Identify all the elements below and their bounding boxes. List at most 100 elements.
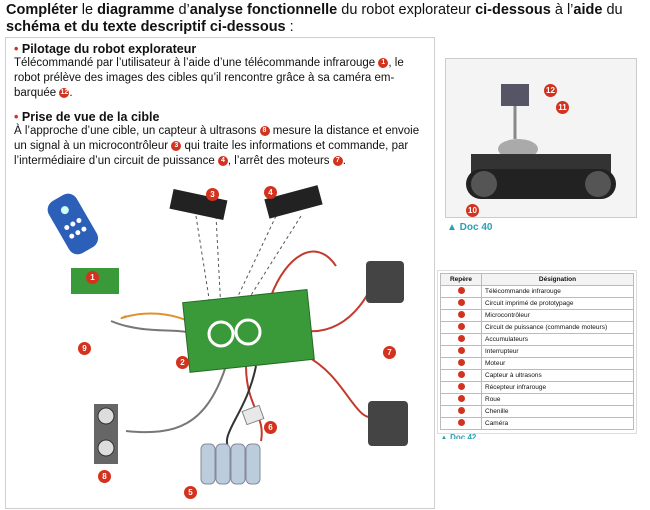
instruction-heading: Compléter le diagramme d’analyse fonctio… bbox=[6, 2, 646, 36]
switch bbox=[241, 404, 265, 426]
microcontroller-chip bbox=[169, 189, 228, 221]
legend-row: Chenille bbox=[440, 405, 634, 418]
chip-leader-lines bbox=[195, 215, 302, 312]
section1-text: Télécommandé par l’utilisateur à l’aide … bbox=[14, 57, 404, 99]
instruction-part: Compléter bbox=[6, 2, 78, 18]
photo-badge-10: 10 bbox=[466, 204, 479, 217]
legend-designation: Capteur à ultrasons bbox=[481, 369, 634, 382]
badge-8: 8 bbox=[98, 470, 111, 483]
legend-ref bbox=[440, 405, 482, 418]
badge-7: 7 bbox=[383, 346, 396, 359]
legend-ref bbox=[440, 309, 482, 322]
instruction-part: aide bbox=[573, 2, 603, 18]
legend-designation: Accumulateurs bbox=[481, 333, 634, 346]
legend-ref-dot bbox=[457, 371, 465, 378]
legend-designation: Microcontrôleur bbox=[481, 309, 634, 322]
track bbox=[466, 169, 616, 199]
instruction-part: du robot explorateur bbox=[337, 2, 476, 18]
legend-ref bbox=[440, 321, 482, 334]
badge-9: 9 bbox=[78, 342, 91, 355]
legend-row: Microcontrôleur bbox=[440, 309, 634, 322]
section2-title: • Prise de vue de la cible bbox=[14, 110, 160, 124]
robot-photo-panel: 12 11 10 bbox=[445, 58, 637, 218]
legend-row: Moteur bbox=[440, 357, 634, 370]
badge-2: 2 bbox=[176, 356, 189, 369]
legend-ref-dot bbox=[457, 347, 465, 354]
legend-row: Caméra bbox=[440, 417, 634, 430]
instruction-part: diagramme bbox=[97, 2, 175, 18]
section2-text: À l’approche d’une cible, un capteur à u… bbox=[14, 125, 420, 167]
legend-designation: Chenille bbox=[481, 405, 634, 418]
section1-title: • Pilotage du robot explorateur bbox=[14, 42, 197, 56]
legend-ref bbox=[440, 357, 482, 370]
robot-photo bbox=[446, 59, 636, 217]
badge-5: 5 bbox=[184, 486, 197, 499]
instruction-part: à l’ bbox=[550, 2, 574, 18]
text-and-schema-panel: • Pilotage du robot explorateur Télécomm… bbox=[5, 37, 435, 509]
legend-row: Télécommande infrarouge bbox=[440, 285, 634, 298]
legend-designation: Interrupteur bbox=[481, 345, 634, 358]
remote-control bbox=[47, 193, 99, 255]
section1: • Pilotage du robot explorateur Télécomm… bbox=[14, 42, 429, 101]
instruction-part: du bbox=[602, 2, 623, 18]
badge-3: 3 bbox=[206, 188, 219, 201]
legend-designation: Récepteur infrarouge bbox=[481, 381, 634, 394]
legend-designation: Circuit de puissance (commande moteurs) bbox=[481, 321, 634, 334]
legend-ref-dot bbox=[457, 395, 465, 402]
ref-number: 12 bbox=[59, 87, 70, 98]
instruction-part: le bbox=[77, 2, 98, 18]
legend-panel: Repère Désignation Télécommande infrarou… bbox=[437, 270, 637, 434]
instruction-part: : bbox=[285, 19, 294, 35]
instruction-part: schéma et du texte descriptif ci-dessous bbox=[6, 19, 286, 35]
legend-row: Interrupteur bbox=[440, 345, 634, 358]
legend-ref bbox=[440, 381, 482, 394]
camera bbox=[501, 84, 529, 106]
legend-ref bbox=[440, 393, 482, 406]
doc-caption-bottom: ▲ Doc 42 bbox=[440, 433, 477, 439]
legend-row: Circuit imprimé de prototypage bbox=[440, 297, 634, 310]
photo-badge-11: 11 bbox=[556, 101, 569, 114]
wheel bbox=[471, 171, 497, 197]
motor-bottom bbox=[368, 401, 408, 446]
legend-ref-dot bbox=[457, 299, 465, 306]
legend-ref-dot bbox=[457, 407, 465, 414]
doc-caption: ▲ Doc 40 bbox=[447, 222, 493, 233]
legend-ref-dot bbox=[457, 335, 465, 342]
motor-top bbox=[366, 261, 404, 303]
badge-6: 6 bbox=[264, 421, 277, 434]
legend-designation: Moteur bbox=[481, 357, 634, 370]
section2: • Prise de vue de la cible À l’approche … bbox=[14, 110, 432, 169]
legend-ref-dot bbox=[457, 359, 465, 366]
robot-wiring-schema bbox=[47, 185, 408, 485]
batteries bbox=[200, 443, 261, 485]
legend-header-ref: Repère bbox=[440, 273, 482, 286]
legend-row: Capteur à ultrasons bbox=[440, 369, 634, 382]
photo-badge-12: 12 bbox=[544, 84, 557, 97]
legend-ref bbox=[440, 369, 482, 382]
legend-row: Circuit de puissance (commande moteurs) bbox=[440, 321, 634, 334]
legend-designation: Circuit imprimé de prototypage bbox=[481, 297, 634, 310]
ultrasonic-sensor bbox=[94, 404, 118, 464]
prototyping-pcb bbox=[182, 289, 315, 373]
legend-designation: Roue bbox=[481, 393, 634, 406]
legend-table: Repère Désignation Télécommande infrarou… bbox=[440, 273, 634, 430]
legend-row: Roue bbox=[440, 393, 634, 406]
legend-ref-dot bbox=[457, 419, 465, 426]
legend-row: Accumulateurs bbox=[440, 333, 634, 346]
legend-designation: Télécommande infrarouge bbox=[481, 285, 634, 298]
legend-designation: Caméra bbox=[481, 417, 634, 430]
power-circuit-chip bbox=[264, 185, 323, 219]
legend-ref bbox=[440, 417, 482, 430]
badge-4: 4 bbox=[264, 186, 277, 199]
legend-ref bbox=[440, 297, 482, 310]
instruction-part: analyse fonctionnelle bbox=[189, 2, 338, 18]
legend-header-designation: Désignation bbox=[481, 273, 634, 286]
instruction-part: ci-dessous bbox=[475, 2, 551, 18]
legend-ref-dot bbox=[457, 287, 465, 294]
legend-ref-dot bbox=[457, 323, 465, 330]
legend-row: Récepteur infrarouge bbox=[440, 381, 634, 394]
legend-ref bbox=[440, 285, 482, 298]
ref-number: 1 bbox=[378, 57, 389, 68]
badge-1: 1 bbox=[86, 271, 99, 284]
instruction-part: d’ bbox=[174, 2, 190, 18]
